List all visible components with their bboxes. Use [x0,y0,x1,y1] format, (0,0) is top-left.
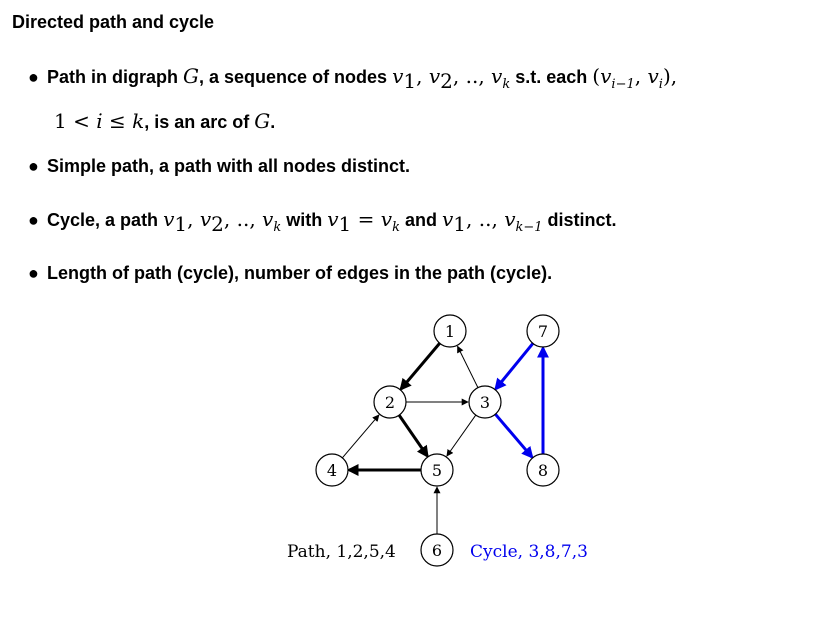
text-fragment: and [399,210,442,230]
text-fragment: , a sequence of nodes [199,67,393,87]
node-label: 2 [385,393,395,412]
edge-3-8 [494,413,534,459]
slide-title: Directed path and cycle [12,12,215,32]
math-eq: v1 = vk [327,207,400,236]
bullet-cycle: ● Cycle, a path v1, v2, .., vk with v1 =… [28,201,617,246]
node-circle [526,314,560,348]
edge-2-5 [397,414,429,458]
text-fragment: with [281,210,328,230]
node-2: 2 [373,385,407,419]
node-label: 4 [327,461,337,480]
bullet-dot: ● [28,210,39,230]
edge-3-1 [457,345,479,388]
math-seq2: v1, .., vk−1 [441,207,543,236]
text-fragment: s.t. each [510,67,593,87]
node-label: 7 [538,322,548,341]
cycle-caption: Cycle, 3,8,7,3 [470,542,588,562]
node-label: 8 [538,461,548,480]
math-seq: v1, v2, .., vk [163,207,282,236]
math-pair: (vi−1, vi) [592,64,671,92]
node-circle [315,453,349,487]
bullet-dot: ● [28,263,39,283]
bullet-path-definition: ● Path in digraph G, a sequence of nodes… [28,58,677,140]
math-seq: v1, v2, .., vk [392,64,511,93]
math-G: G [183,64,200,88]
node-circle [468,385,502,419]
text-fragment: , is an arc of [144,112,255,132]
node-3: 3 [468,385,502,419]
text-fragment: distinct. [542,210,617,230]
text-fragment: Length of path (cycle), number of edges … [47,263,553,283]
node-circle [526,453,560,487]
edge-1-2 [399,342,441,391]
node-6: 6 [420,533,454,567]
node-8: 8 [526,453,560,487]
bullet-dot: ● [28,67,39,87]
node-circle [373,385,407,419]
node-label: 5 [432,461,442,480]
text-fragment: Cycle, a path [47,210,164,230]
node-circle [420,533,454,567]
node-label: 1 [445,322,455,341]
math-G: G [254,109,271,133]
text-fragment: Simple path, a path with all nodes disti… [47,156,411,176]
text-fragment: Path in digraph [47,67,184,87]
edge-7-3 [494,342,535,391]
bullet-length: ● Length of path (cycle), number of edge… [28,255,552,291]
node-5: 5 [420,453,454,487]
node-label: 6 [432,541,442,560]
node-circle [433,314,467,348]
edge-3-5 [446,414,477,457]
node-circle [420,453,454,487]
node-4: 4 [315,453,349,487]
math-ineq: 1 < i ≤ k [54,109,145,133]
node-1: 1 [433,314,467,348]
node-7: 7 [526,314,560,348]
bullet-line-2: 1 < i ≤ k, is an arc of G. [54,109,276,133]
edge-4-2 [342,414,380,459]
path-caption: Path, 1,2,5,4 [287,542,396,562]
bullet-dot: ● [28,156,39,176]
bullet-simple-path: ● Simple path, a path with all nodes dis… [28,148,410,184]
node-label: 3 [480,393,490,412]
